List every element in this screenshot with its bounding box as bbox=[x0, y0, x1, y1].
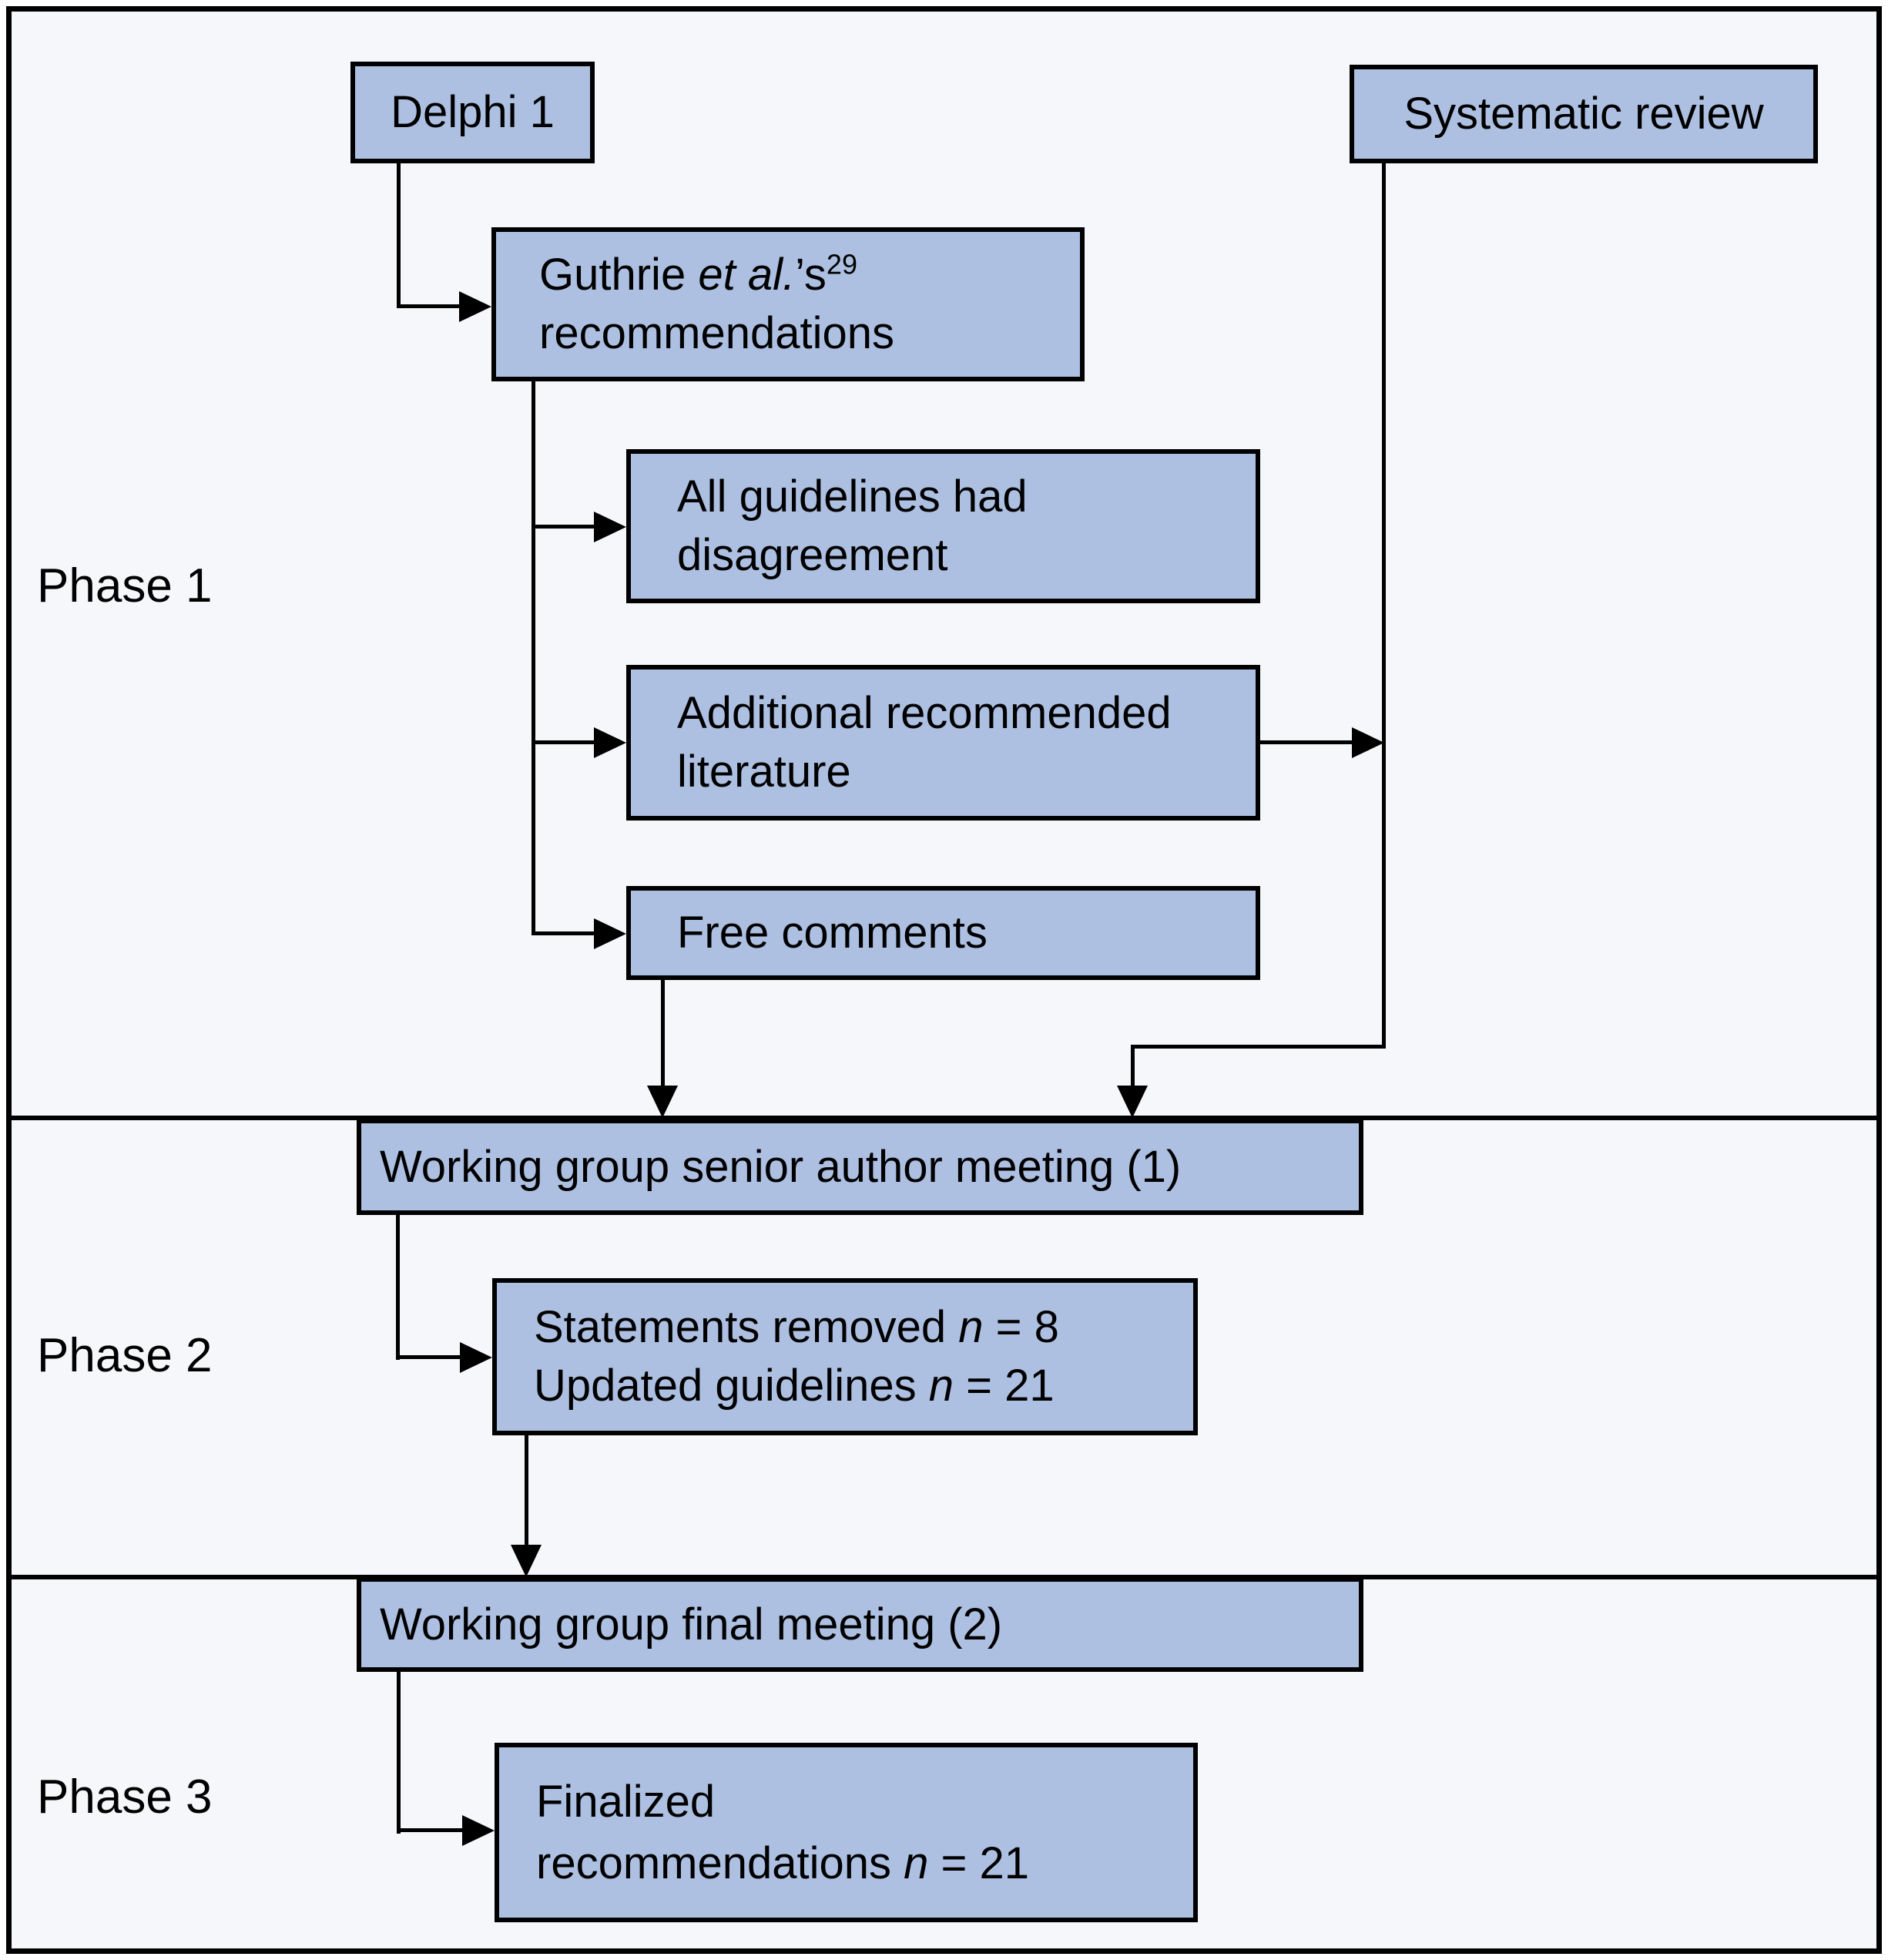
connector-systematic-elbow-horizontal bbox=[1131, 1045, 1386, 1049]
connector-delphi-to-guthrie-vertical bbox=[397, 163, 401, 307]
node-all-guidelines-line2: disagreement bbox=[677, 530, 948, 580]
connector-meeting-1-down bbox=[396, 1215, 400, 1360]
node-additional-literature-line1: Additional recommended bbox=[677, 688, 1172, 738]
arrowhead-into-statements bbox=[460, 1342, 492, 1373]
phase-2-label: Phase 2 bbox=[37, 1329, 213, 1382]
node-delphi-1: Delphi 1 bbox=[350, 62, 595, 163]
node-additional-literature: Additional recommended literature bbox=[626, 665, 1260, 821]
node-statements-removed: Statements removed n = 8 Updated guideli… bbox=[492, 1278, 1198, 1435]
connector-systematic-vertical bbox=[1382, 163, 1386, 1049]
phase-1-label: Phase 1 bbox=[37, 559, 213, 612]
arrowhead-free-comments-into-meeting-1 bbox=[647, 1086, 678, 1118]
connector-free-comments-down bbox=[661, 980, 665, 1086]
connector-statements-down bbox=[525, 1435, 528, 1545]
node-working-group-final-meeting-label: Working group final meeting (2) bbox=[380, 1599, 1003, 1650]
connector-final-meeting-horizontal bbox=[397, 1828, 462, 1832]
connector-final-meeting-down bbox=[397, 1672, 401, 1834]
arrowhead-into-guthrie bbox=[459, 291, 491, 322]
node-guthrie-line1: Guthrie et al.’s29 bbox=[539, 248, 857, 300]
node-all-guidelines-line1: All guidelines had bbox=[677, 472, 1028, 522]
node-finalized-recommendations-line2: recommendations n = 21 bbox=[536, 1838, 1030, 1888]
connector-meeting-1-horizontal bbox=[396, 1355, 460, 1359]
connector-branch-all-guidelines bbox=[532, 525, 594, 529]
arrowhead-into-final-meeting bbox=[511, 1545, 542, 1577]
connector-delphi-to-guthrie-horizontal bbox=[397, 304, 459, 308]
arrowhead-into-systematic-line bbox=[1352, 727, 1384, 758]
connector-additional-to-systematic bbox=[1260, 740, 1352, 744]
node-working-group-final-meeting: Working group final meeting (2) bbox=[357, 1577, 1363, 1672]
node-free-comments: Free comments bbox=[626, 886, 1260, 980]
node-free-comments-label: Free comments bbox=[677, 908, 988, 958]
connector-branch-free-comments bbox=[532, 931, 594, 935]
connector-guthrie-trunk-vertical bbox=[532, 381, 535, 935]
node-systematic-review-label: Systematic review bbox=[1403, 89, 1764, 139]
arrowhead-into-additional-literature bbox=[594, 727, 626, 758]
node-finalized-recommendations-line1: Finalized bbox=[536, 1776, 716, 1827]
node-systematic-review: Systematic review bbox=[1350, 65, 1818, 163]
arrowhead-systematic-into-meeting-1 bbox=[1117, 1086, 1148, 1118]
node-statements-removed-line1: Statements removed n = 8 bbox=[534, 1302, 1059, 1352]
node-guthrie-line2: recommendations bbox=[539, 308, 894, 358]
phase1-phase2-divider bbox=[6, 1116, 1882, 1120]
node-statements-removed-line2: Updated guidelines n = 21 bbox=[534, 1361, 1055, 1411]
node-all-guidelines: All guidelines had disagreement bbox=[626, 449, 1260, 603]
node-finalized-recommendations: Finalized recommendations n = 21 bbox=[495, 1743, 1198, 1922]
node-delphi-1-label: Delphi 1 bbox=[391, 87, 555, 137]
arrowhead-into-free-comments bbox=[594, 918, 626, 949]
arrowhead-into-finalized bbox=[462, 1815, 495, 1846]
node-additional-literature-line2: literature bbox=[677, 747, 851, 797]
node-working-group-meeting-1: Working group senior author meeting (1) bbox=[357, 1119, 1363, 1215]
arrowhead-into-all-guidelines bbox=[594, 512, 626, 542]
connector-branch-additional-literature bbox=[532, 740, 594, 744]
node-working-group-meeting-1-label: Working group senior author meeting (1) bbox=[380, 1141, 1182, 1192]
phase-3-label: Phase 3 bbox=[37, 1770, 213, 1824]
connector-systematic-drop-vertical bbox=[1131, 1045, 1135, 1086]
node-guthrie-recommendations: Guthrie et al.’s29 recommendations bbox=[491, 227, 1085, 381]
